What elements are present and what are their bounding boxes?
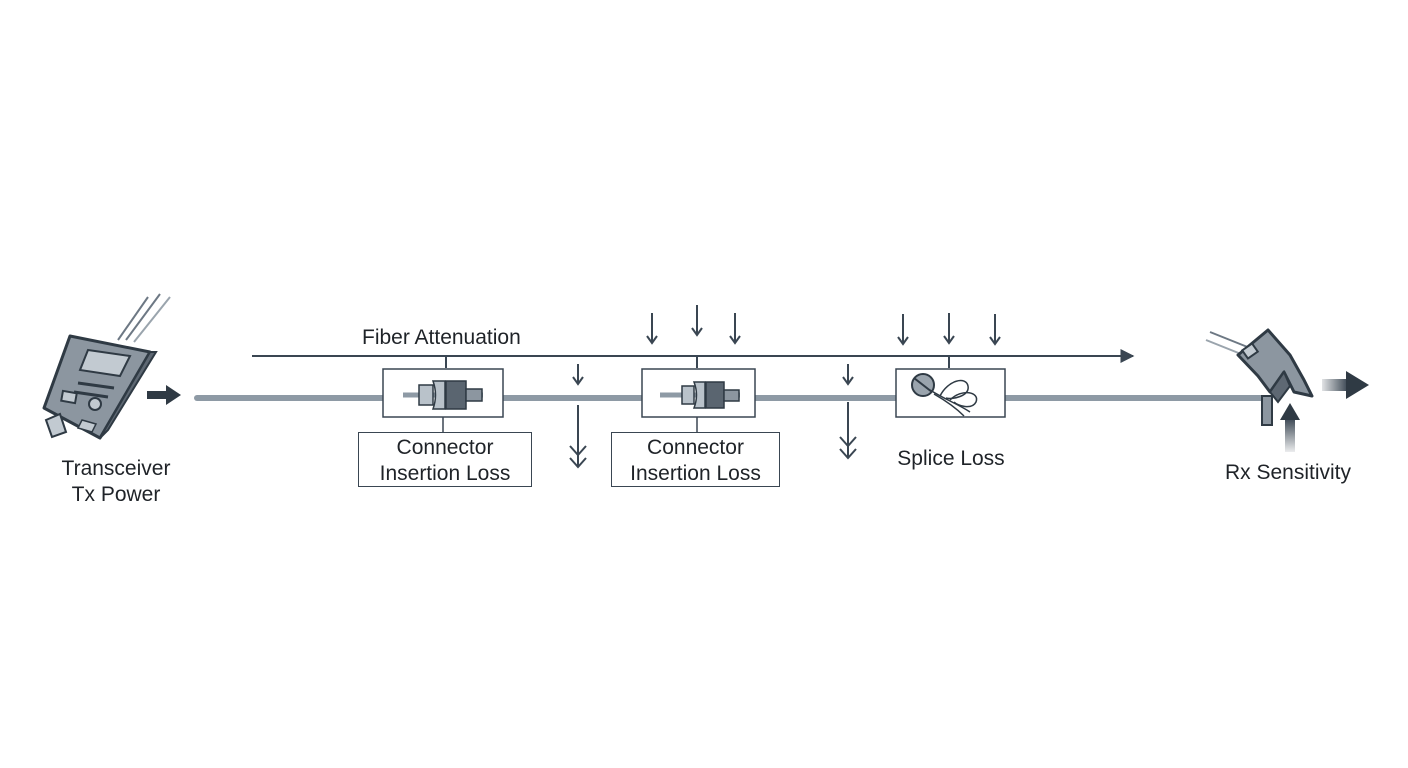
loss-arrow-icon xyxy=(897,313,1001,346)
transceiver-label: Transceiver Tx Power xyxy=(46,456,186,508)
connector-1-label-line1: Connector xyxy=(396,436,494,459)
splice-icon xyxy=(911,373,978,417)
rx-output-arrow-icon xyxy=(1322,371,1369,399)
splice-box xyxy=(895,368,1006,418)
rx-sensitivity-label: Rx Sensitivity xyxy=(1224,461,1352,484)
loss-arrow-icon xyxy=(646,305,741,345)
loss-arrow-icon xyxy=(839,364,857,460)
transceiver-icon xyxy=(42,293,171,440)
connector-2-label-line1: Connector xyxy=(647,436,744,459)
connector-1-label-line2: Insertion Loss xyxy=(379,462,511,485)
connector-2-label-line2: Insertion Loss xyxy=(630,462,761,485)
rx-up-arrow-icon xyxy=(1280,403,1300,452)
splice-loss-label: Splice Loss xyxy=(897,447,1005,470)
connector-icon xyxy=(403,380,483,410)
connector-2-label: Connector Insertion Loss xyxy=(611,432,780,487)
loss-arrow-icon xyxy=(569,364,587,469)
fiber-attenuation-label: Fiber Attenuation xyxy=(362,326,521,349)
connector-icon xyxy=(660,381,740,409)
connector-1-label: Connector Insertion Loss xyxy=(358,432,532,487)
tx-arrow-icon xyxy=(147,385,181,405)
transceiver-label-line2: Tx Power xyxy=(71,483,161,506)
transceiver-label-line1: Transceiver xyxy=(61,457,171,480)
receiver-icon xyxy=(1205,328,1314,426)
